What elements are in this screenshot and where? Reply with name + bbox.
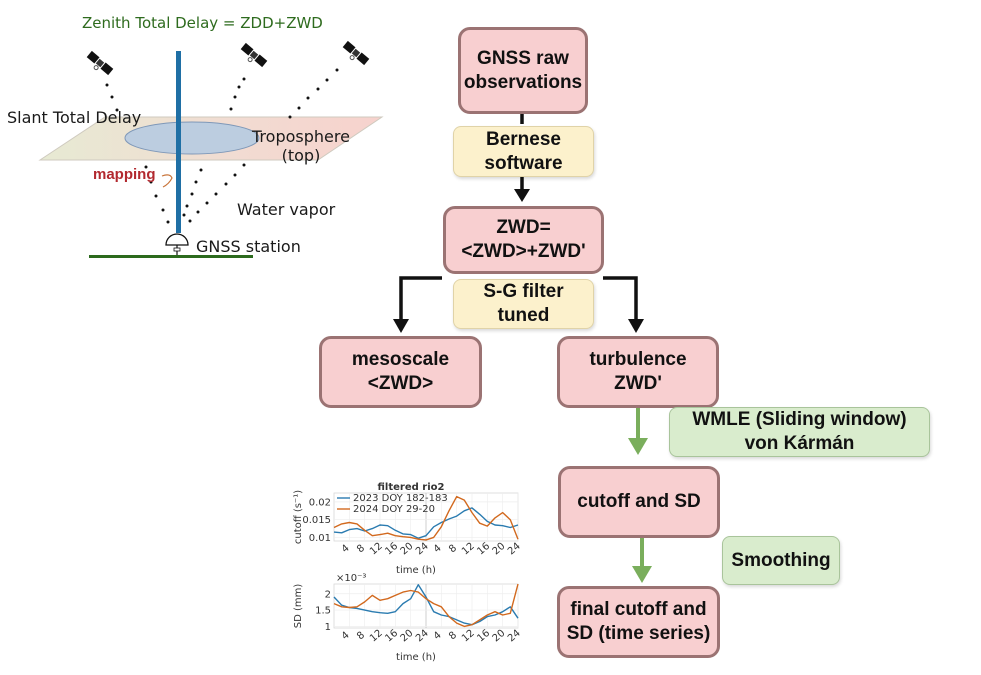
node-text: turbulence (589, 349, 687, 371)
node-text: ZWD' (614, 373, 662, 394)
chart-title: filtered rio2 (378, 482, 445, 493)
y-tick-label: 0.01 (309, 533, 331, 544)
node-text: final cutoff and (570, 599, 707, 621)
x-tick-label: 8 (355, 630, 367, 643)
flow-connectors (393, 113, 652, 583)
arrowhead-icon (628, 319, 644, 333)
node-zwd-decomposition: ZWD=<ZWD>+ZWD' (443, 206, 604, 274)
x-tick-label: 24 (506, 628, 523, 645)
x-tick-label: 4 (432, 630, 444, 643)
node-wmle: WMLE (Sliding window)von Kármán (669, 407, 930, 457)
x-tick-label: 24 (414, 628, 431, 645)
y-tick-label: 1.5 (315, 606, 331, 617)
node-text: GNSS raw (477, 47, 569, 69)
x-tick-label: 8 (355, 543, 367, 556)
signal-paths (105, 68, 339, 224)
mapping-label: mapping (93, 166, 156, 183)
node-text: observations (463, 71, 583, 93)
slant-delay-label: Slant Total Delay (7, 108, 142, 127)
troposphere-label-line1: Troposphere (252, 127, 350, 146)
arrowhead-icon (393, 319, 409, 333)
node-text: von Kármán (744, 433, 855, 454)
series-line (333, 583, 519, 628)
node-text: ZWD= (496, 217, 551, 239)
x-tick-label: 8 (447, 543, 459, 556)
troposphere-label-line2: (top) (281, 146, 321, 165)
water-vapor-label: Water vapor (237, 200, 336, 219)
series-line (333, 495, 519, 541)
troposphere-label: Troposphere (top) (252, 127, 350, 165)
y-multiplier-label: ×10⁻³ (336, 573, 366, 584)
x-tick-label: 4 (340, 543, 352, 556)
x-tick-label: 4 (432, 543, 444, 556)
x-tick-label: 8 (447, 630, 459, 643)
node-text: <ZWD>+ZWD' (461, 241, 586, 262)
legend-label: 2023 DOY 182-183 (353, 493, 448, 504)
node-text: S-G filter (483, 281, 564, 303)
node-text: software (484, 152, 563, 174)
satellite-icon (240, 42, 268, 68)
node-text: <ZWD> (367, 373, 434, 394)
node-smoothing: Smoothing (722, 536, 840, 585)
y-axis-label: cutoff (s⁻¹) (293, 490, 304, 544)
gnss-station-label: GNSS station (196, 237, 301, 256)
node-mesoscale: mesoscale<ZWD> (319, 336, 482, 408)
satellite-icon (86, 50, 114, 76)
zenith-delay-label: Zenith Total Delay = ZDD+ZWD (82, 14, 323, 32)
ground-line (89, 255, 253, 258)
node-text: SD (time series) (566, 623, 711, 644)
x-axis-label: time (h) (396, 565, 436, 576)
x-tick-label: 24 (506, 541, 523, 558)
zenith-delay-bar (176, 51, 181, 233)
node-text: cutoff and SD (577, 491, 701, 513)
node-text: mesoscale (351, 349, 450, 371)
x-tick-label: 4 (340, 630, 352, 643)
node-cutoff-and-sd: cutoff and SD (558, 466, 720, 538)
series-line (333, 584, 519, 626)
satellite-icon (342, 40, 370, 66)
node-text: Bernese (485, 128, 561, 150)
arrowhead-icon (514, 189, 530, 202)
mapping-arrow-icon (161, 174, 173, 188)
y-tick-label: 0.015 (302, 515, 331, 526)
gnss-antenna-icon (165, 233, 189, 255)
node-text: WMLE (Sliding window) (692, 409, 907, 431)
y-tick-label: 1 (325, 622, 331, 633)
arrowhead-icon (632, 566, 652, 583)
water-vapor-cloud (124, 121, 260, 155)
gnss-illustration (38, 40, 384, 258)
x-axis-label: time (h) (396, 652, 436, 663)
node-text: tuned (497, 305, 550, 326)
arrowhead-icon (628, 438, 648, 455)
y-tick-label: 0.02 (309, 497, 331, 508)
y-tick-label: 2 (325, 589, 331, 600)
legend-label: 2024 DOY 29-20 (353, 504, 435, 515)
y-axis-label: SD (mm) (293, 584, 304, 629)
x-tick-label: 24 (414, 541, 431, 558)
node-text: Smoothing (731, 549, 831, 571)
